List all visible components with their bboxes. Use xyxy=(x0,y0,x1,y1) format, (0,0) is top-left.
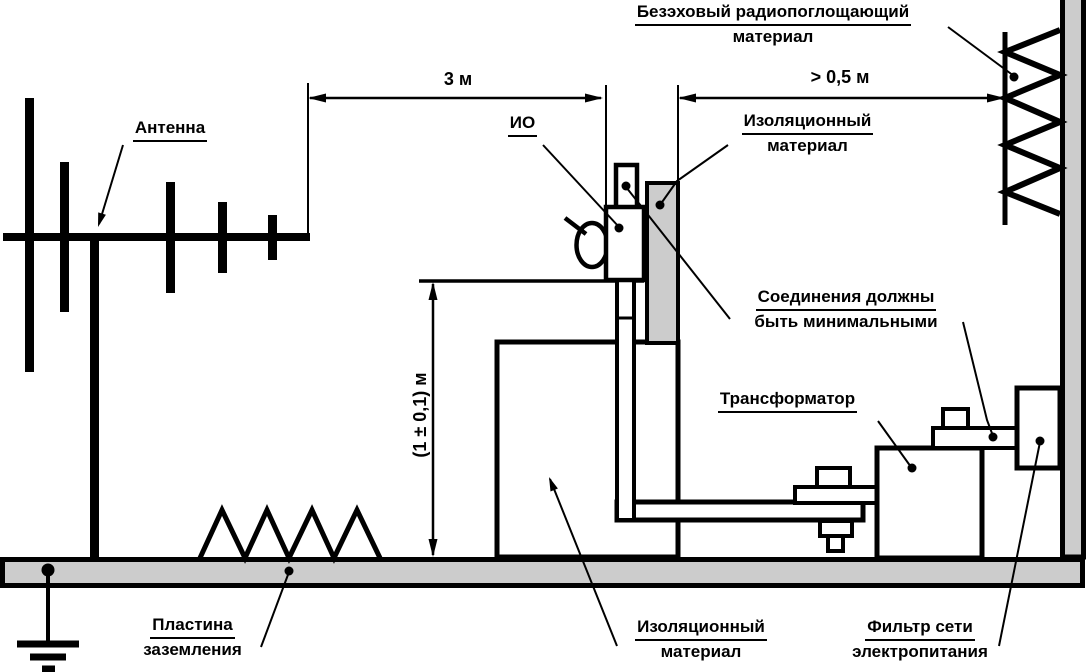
chamber-wall xyxy=(1060,0,1086,560)
label-eut-line1: ИО xyxy=(507,112,538,137)
insulation-sheet xyxy=(645,181,680,345)
label-insulation-bottom: Изоляционный материал xyxy=(608,616,794,663)
label-ground-plate-line2: заземления xyxy=(143,640,242,659)
label-connections: Соединения должны быть минимальными xyxy=(725,286,967,333)
dimension-1m xyxy=(428,282,438,557)
label-power-filter: Фильтр сети электропитания xyxy=(825,616,1015,663)
leader-lines xyxy=(98,26,1041,648)
earth-ground-symbol xyxy=(17,563,79,672)
label-insulation-bottom-line1: Изоляционный xyxy=(635,616,767,641)
label-connections-line2: быть минимальными xyxy=(754,312,938,331)
leader-arrowheads xyxy=(98,212,558,492)
dimension-3m-text: 3 м xyxy=(443,69,473,89)
ground-serration xyxy=(197,503,383,564)
antenna-figure xyxy=(3,98,310,558)
label-absorber-line2: материал xyxy=(732,27,814,46)
label-absorber: Безэховый радиопоглощающий материал xyxy=(578,1,968,48)
label-antenna: Антенна xyxy=(120,117,220,142)
dimension-3m xyxy=(308,93,603,103)
label-transformer: Трансформатор xyxy=(690,388,885,413)
label-absorber-line1: Безэховый радиопоглощающий xyxy=(634,1,912,26)
absorber-zigzag xyxy=(997,27,1068,225)
label-power-filter-line1: Фильтр сети xyxy=(865,616,975,641)
power-filter-box xyxy=(1014,385,1063,471)
label-antenna-line1: Антенна xyxy=(132,117,208,142)
label-insulation-top-line1: Изоляционный xyxy=(741,110,874,135)
label-power-filter-line2: электропитания xyxy=(852,642,988,661)
label-insulation-top-line2: материал xyxy=(767,136,848,155)
insulation-table xyxy=(494,339,681,560)
dimension-05m-text: > 0,5 м xyxy=(810,67,870,87)
conduit-connector xyxy=(793,466,882,553)
label-transformer-line1: Трансформатор xyxy=(717,388,858,413)
transformer-top-connector xyxy=(931,407,1019,450)
dimension-05m xyxy=(678,93,1005,103)
transformer-box xyxy=(874,445,985,561)
ground-plate xyxy=(0,557,1085,588)
label-ground-plate: Пластина заземления xyxy=(100,614,285,661)
label-insulation-bottom-line2: материал xyxy=(660,642,742,661)
label-insulation-top: Изоляционный материал xyxy=(715,110,900,157)
label-eut: ИО xyxy=(495,112,550,137)
dimension-1m-text: (1 ± 0,1) м xyxy=(410,372,430,458)
eut-loop xyxy=(563,216,610,270)
leader-dots xyxy=(284,72,1045,576)
label-ground-plate-line1: Пластина xyxy=(150,614,235,639)
extension-lines xyxy=(307,83,679,235)
cable-pipe xyxy=(615,278,636,522)
label-connections-line1: Соединения должны xyxy=(755,286,937,311)
